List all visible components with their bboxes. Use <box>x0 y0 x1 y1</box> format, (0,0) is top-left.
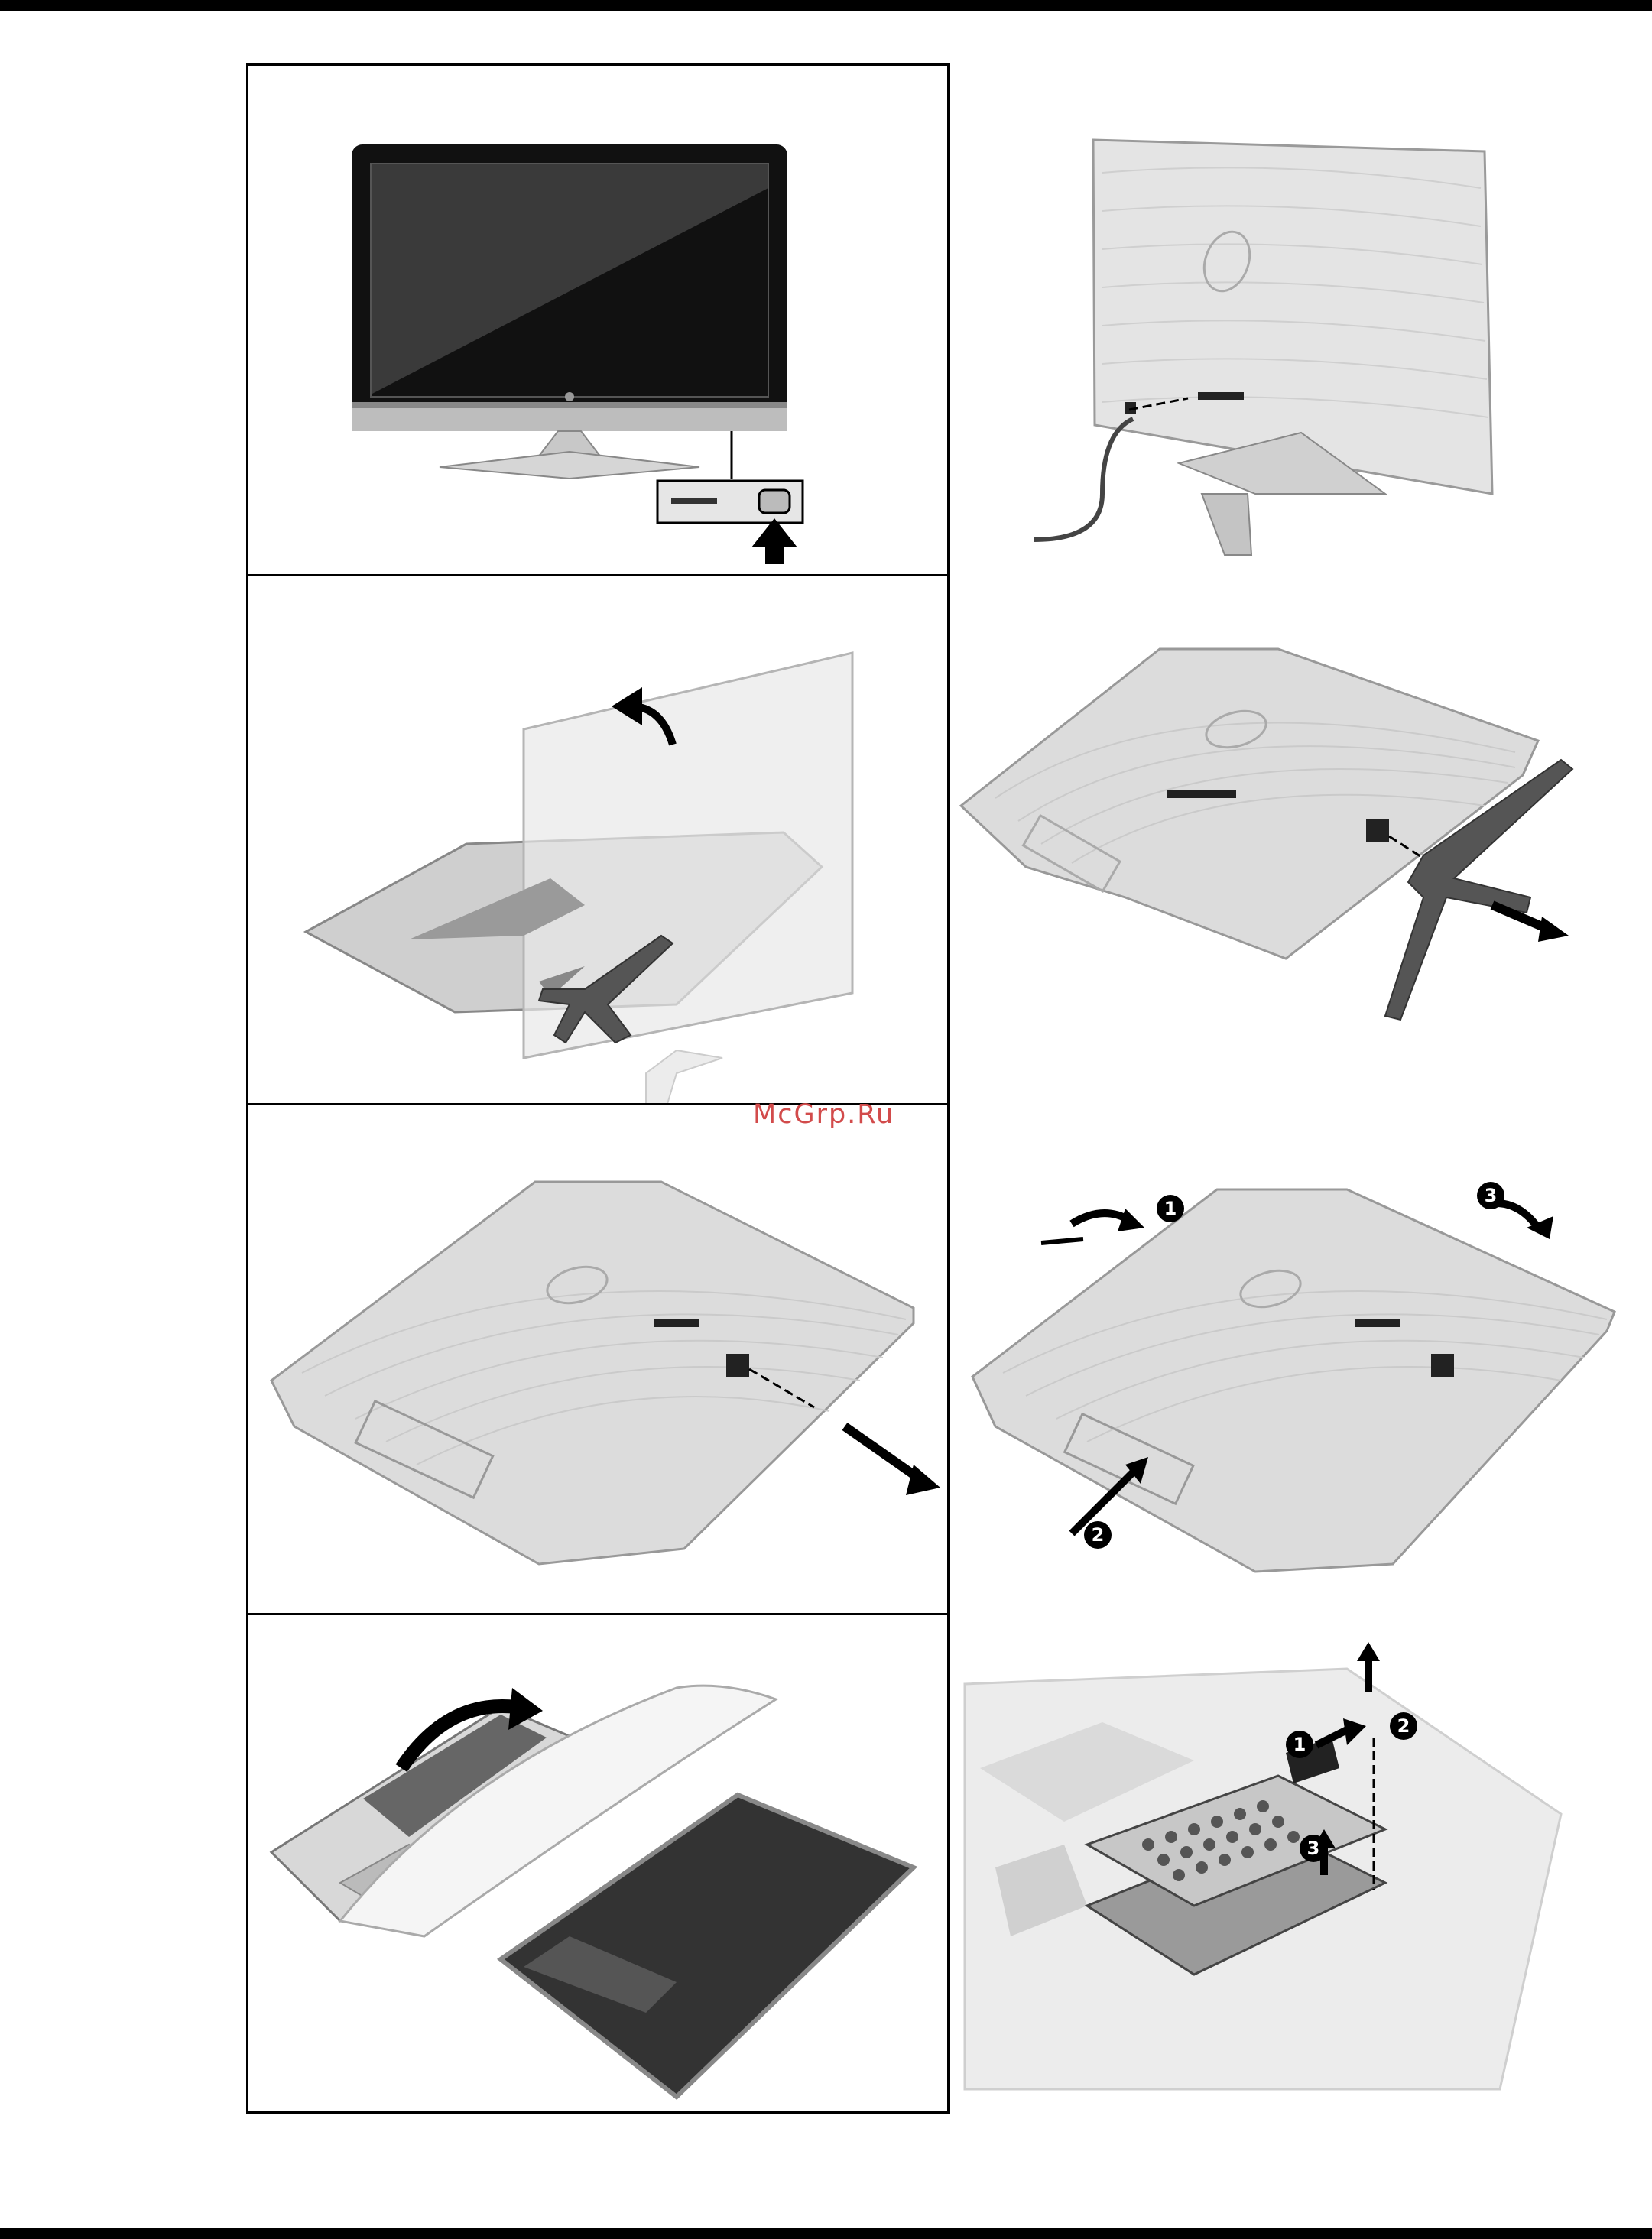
lay-computer-face-down-icon <box>248 576 947 1103</box>
panel-lay-face-down <box>248 576 947 1103</box>
watermark: McGrp.Ru <box>753 1099 894 1130</box>
release-rear-cover-icon <box>949 1105 1648 1613</box>
front-view-all-in-one-power-button-icon <box>248 66 947 574</box>
panel-remove-stand <box>949 576 1648 1103</box>
callout-badge: 1 <box>1157 1195 1184 1222</box>
callout-badge: 3 <box>1300 1835 1327 1862</box>
callout-badge: 1 <box>1286 1731 1313 1758</box>
lift-rear-cover-icon <box>248 1615 947 2111</box>
panel-release-cover <box>949 1105 1648 1613</box>
panel-rear-power-cord <box>949 66 1648 574</box>
panel-remove-drive-cage <box>949 1615 1648 2111</box>
panel-lift-cover <box>248 1615 947 2111</box>
bottom-rule <box>0 2228 1652 2239</box>
top-rule <box>0 0 1652 11</box>
remove-stand-icon <box>949 576 1648 1103</box>
callout-badge: 2 <box>1084 1521 1112 1549</box>
remove-drive-cage-icon <box>949 1615 1648 2111</box>
callout-badge: 2 <box>1390 1712 1417 1740</box>
rear-view-power-cord-disconnect-icon <box>949 66 1648 574</box>
panel-front-power-button <box>248 66 947 574</box>
panel-remove-screw <box>248 1105 947 1613</box>
callout-badge: 3 <box>1477 1182 1504 1209</box>
remove-security-screw-icon <box>248 1105 947 1613</box>
